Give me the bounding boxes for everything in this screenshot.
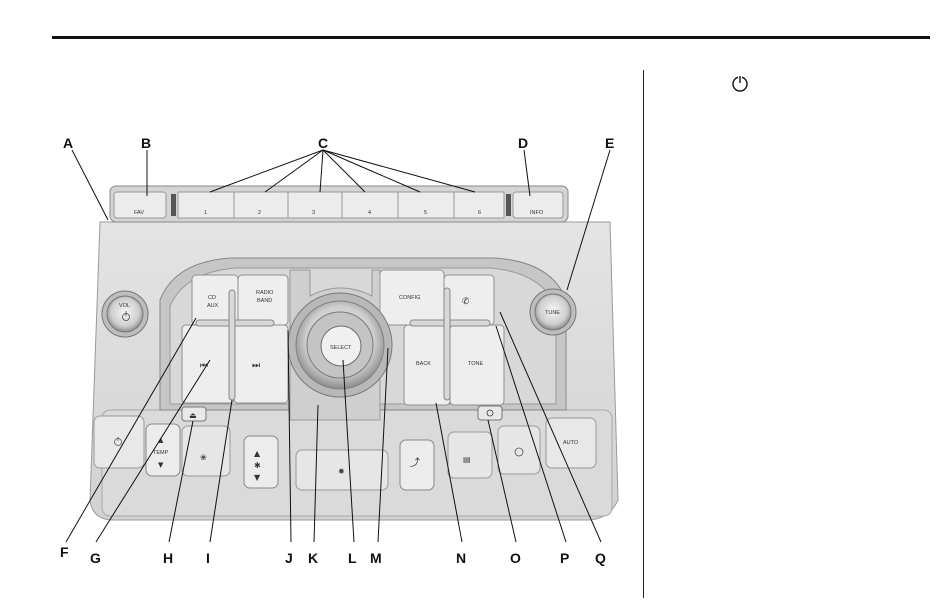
callout-i: I (206, 550, 210, 566)
callout-f: F (60, 544, 69, 560)
band-label: BAND (257, 298, 272, 304)
preset-strip: FAV 1 2 3 4 5 6 INFO (110, 186, 568, 222)
fan-up-icon: ▲ (254, 449, 261, 458)
callout-l: L (348, 550, 357, 566)
defrost-button[interactable] (182, 426, 230, 476)
callout-b: B (141, 135, 151, 151)
left-button-cluster: CD AUX RADIO BAND ⏮ ⏭ (182, 275, 288, 403)
callout-n: N (456, 550, 466, 566)
fan-icon: ✱ (254, 461, 261, 470)
eject-icon: ⏏ (189, 411, 197, 420)
volume-knob[interactable]: VOL (102, 291, 148, 337)
recirc-button[interactable] (498, 426, 540, 474)
callout-g: G (90, 550, 101, 566)
back-label: BACK (416, 361, 431, 367)
callout-k: K (308, 550, 318, 566)
cd-label: CD (208, 295, 216, 301)
select-label: SELECT (330, 345, 352, 351)
callout-o: O (510, 550, 521, 566)
temp-down-icon: ▼ (158, 461, 164, 469)
fan-down-icon: ▼ (254, 473, 261, 482)
callout-q: Q (595, 550, 606, 566)
callout-j: J (285, 550, 293, 566)
callout-e: E (605, 135, 614, 151)
preset-label-5: 5 (424, 210, 427, 216)
aux-label: AUX (207, 303, 219, 309)
rear-defrost-icon: ▤ (463, 455, 471, 464)
seek-forward-button[interactable] (234, 325, 288, 403)
left-cluster-divider (229, 290, 235, 400)
fav-label: FAV (134, 210, 144, 216)
phone-icon: ✆ (462, 297, 470, 307)
right-cluster-divider (444, 288, 450, 400)
preset-label-3: 3 (312, 210, 315, 216)
climate-power-button[interactable] (94, 416, 144, 468)
tune-knob-label: TUNE (545, 310, 560, 316)
strip-divider-left (171, 194, 176, 216)
callout-p: P (560, 550, 569, 566)
callout-a: A (63, 135, 73, 151)
temp-up-icon: ▲ (158, 436, 164, 444)
mode-icon: ✹ (338, 467, 345, 476)
vol-label: VOL (119, 303, 130, 309)
time-button[interactable] (478, 406, 502, 420)
seek-forward-icon: ⏭ (252, 360, 260, 370)
fan-button[interactable] (244, 436, 278, 488)
callout-h: H (163, 550, 173, 566)
auto-label: AUTO (563, 440, 579, 446)
strip-divider-right (506, 194, 511, 216)
tone-label: TONE (468, 361, 484, 367)
callout-m: M (370, 550, 382, 566)
leader-a (72, 150, 108, 220)
config-label: CONFIG (399, 295, 420, 301)
preset-label-2: 2 (258, 210, 261, 216)
temp-label: TEMP (153, 450, 169, 456)
info-label: INFO (530, 210, 544, 216)
preset-label-4: 4 (368, 210, 371, 216)
callout-c: C (318, 135, 328, 151)
callout-d: D (518, 135, 528, 151)
select-knob[interactable]: SELECT (288, 270, 392, 420)
seat-icon: ⤴ (410, 456, 420, 469)
preset-label-6: 6 (478, 210, 481, 216)
radio-label: RADIO (256, 290, 274, 296)
preset-label-1: 1 (204, 210, 207, 216)
defrost-icon: ❀ (200, 453, 207, 462)
tune-knob[interactable]: TUNE (530, 289, 576, 335)
